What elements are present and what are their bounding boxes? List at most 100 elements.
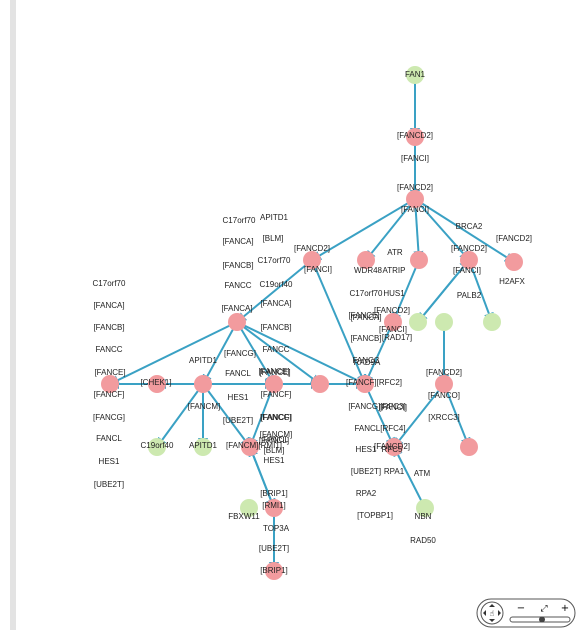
node-label: [UBE2T] [94,480,124,489]
graph-node[interactable] [241,438,259,456]
graph-node[interactable] [460,251,478,269]
graph-node[interactable] [101,375,119,393]
graph-node[interactable] [265,375,283,393]
graph-node[interactable] [406,66,424,84]
graph-node[interactable] [384,313,402,331]
node-label: [XRCC3] [428,413,460,422]
node-label: [FANCG] [260,413,292,422]
graph-node[interactable] [409,313,427,331]
node-label: [RMI1] [262,501,286,510]
graph-edge[interactable] [364,383,395,448]
graph-node[interactable] [483,313,501,331]
graph-edge[interactable] [236,321,321,385]
graph-node[interactable] [194,438,212,456]
graph-edge[interactable] [417,259,470,323]
graph-node[interactable] [460,438,478,456]
graph-node[interactable] [416,499,434,517]
node-label: C17orf70 [223,216,256,225]
graph-edge[interactable] [393,446,426,509]
graph-edge[interactable] [391,259,420,323]
zoom-slider-handle[interactable] [539,616,545,623]
graph-edge[interactable] [365,198,416,261]
node-label: RPA1 [384,467,405,476]
node-label: C19orf40 [141,441,174,450]
node-label: [FANCB] [222,261,253,270]
graph-edge[interactable] [414,198,515,263]
node-label: [FANCD2] [294,244,330,253]
graph-node[interactable] [228,313,246,331]
node-label: H2AFX [499,277,525,286]
graph-node[interactable] [357,251,375,269]
node-label: HES1 [356,445,377,454]
graph-edge[interactable] [443,383,471,448]
node-label: RAD9A [354,358,381,367]
node-label: APITD1 [189,441,218,450]
node-label: [FANCM] [260,430,292,439]
zoom-out-button[interactable]: − [517,603,525,614]
graph-edges [109,75,515,572]
node-label: ATM [414,469,431,478]
node-label: [BLM] [264,446,285,455]
graph-edge[interactable] [109,321,238,385]
node-label: C19orf40 [260,280,293,289]
graph-node[interactable] [356,375,374,393]
graph-node[interactable] [194,375,212,393]
graph-node[interactable] [148,438,166,456]
graph-edge[interactable] [413,198,424,261]
graph-node[interactable] [303,251,321,269]
node-label: [FANCB] [93,323,124,332]
graph-node[interactable] [265,562,283,580]
graph-edge[interactable] [202,321,238,385]
graph-edge[interactable] [236,321,366,385]
graph-edge[interactable] [156,383,204,448]
graph-node[interactable] [311,375,329,393]
node-label: HES1 [99,457,120,466]
graph-edge[interactable] [248,446,275,509]
graph-node[interactable] [435,375,453,393]
node-label: HES1 [264,456,285,465]
graph-node[interactable] [240,499,258,517]
graph-edge[interactable] [248,383,275,448]
node-label: PALB2 [457,291,482,300]
graph-edge[interactable] [393,383,445,448]
zoom-in-button[interactable]: + [561,603,569,614]
node-label: FANCC [352,356,379,365]
node-label: FANCL [225,369,251,378]
graph-edge[interactable] [414,198,470,261]
node-label: [FANCG] [93,413,125,422]
zoom-pan-control[interactable]: ☝ − ⤢ + [476,598,576,628]
graph-node[interactable] [406,190,424,208]
node-label: FANCL[RFC4] [354,424,405,433]
graph-edge[interactable] [236,321,275,385]
node-label: [CHEK1] [140,378,171,387]
node-label: [FANCE] [258,367,289,376]
graph-edge[interactable] [236,259,313,323]
pan-icon[interactable] [480,601,504,625]
panel-divider [10,0,16,630]
node-label: [FANCD2] [426,368,462,377]
fit-icon[interactable]: ⤢ [539,604,547,614]
graph-edge[interactable] [364,321,394,385]
node-label: [FANCE] [348,311,379,320]
graph-node[interactable] [505,253,523,271]
graph-node[interactable] [410,251,428,269]
node-label: FANCL [263,435,289,444]
graph-node[interactable] [406,128,424,146]
graph-edge[interactable] [468,259,494,323]
graph-node[interactable] [265,499,283,517]
node-label: C17orf70 [350,289,383,298]
graph-edge[interactable] [202,383,251,448]
graph-node[interactable] [435,313,453,331]
graph-node[interactable] [148,375,166,393]
graph-edge[interactable] [311,259,367,385]
node-label: [FANCI] [379,325,407,334]
node-label: [FANCO] [428,391,460,400]
node-label: [FANCI] [401,205,429,214]
graph-edge[interactable] [311,198,416,261]
node-label: TOP3A [263,524,290,533]
node-label: [FANCD2] [496,234,532,243]
node-label: [FANCA] [93,301,124,310]
node-label: C17orf70 [258,256,291,265]
graph-node[interactable] [385,438,403,456]
